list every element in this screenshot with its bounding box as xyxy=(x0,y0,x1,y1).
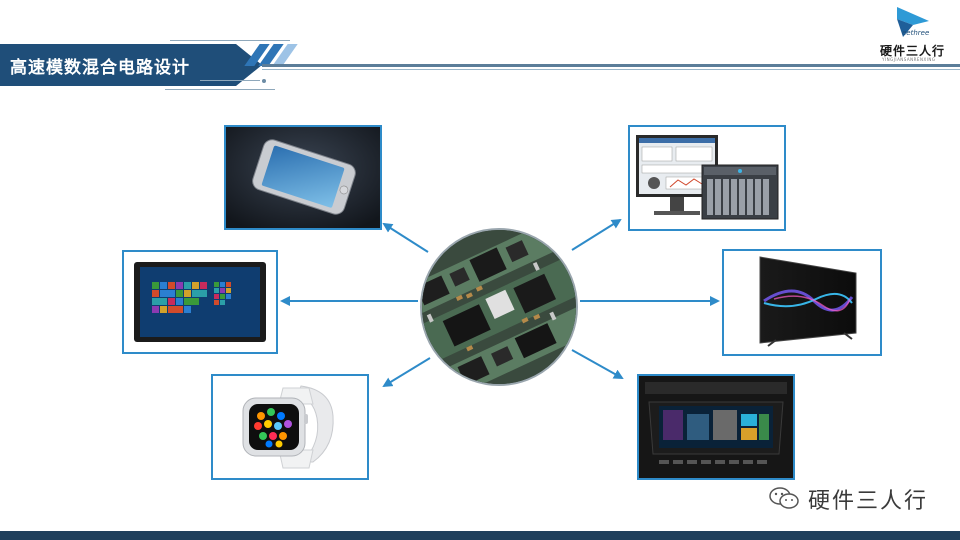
arrow-to-car-display xyxy=(571,349,624,379)
car-infotainment-image xyxy=(639,376,793,478)
eethree-logo-icon xyxy=(897,7,929,37)
decor-line xyxy=(200,80,260,81)
arrow-to-instrument xyxy=(571,218,622,251)
instrument-frame xyxy=(628,125,786,231)
arrow-to-smartwatch xyxy=(382,357,431,388)
title-banner xyxy=(0,44,262,86)
pcb-circle xyxy=(420,228,578,386)
tablet-frame xyxy=(122,250,278,354)
logo-tagline: YINGJIANSANRENXING xyxy=(882,57,936,62)
television-frame xyxy=(722,249,882,356)
arrow-to-smartphone xyxy=(382,222,429,253)
smartwatch-frame xyxy=(211,374,369,480)
decor-line xyxy=(170,40,290,41)
smartwatch-image xyxy=(242,385,334,469)
smartphone-image xyxy=(226,127,380,228)
watermark-text: 硬件三人行 xyxy=(808,489,929,514)
wechat-icon xyxy=(769,487,799,509)
page-title: 高速模数混合电路设计 xyxy=(10,58,190,78)
logo-brand-small: eethree xyxy=(902,29,930,37)
decor-line xyxy=(165,89,275,90)
bottom-bar xyxy=(0,531,960,540)
pcb-image xyxy=(422,230,576,384)
television-image xyxy=(759,256,857,347)
header-rule xyxy=(262,64,960,67)
header-rule-thin xyxy=(262,69,960,70)
tablet-image xyxy=(134,262,266,342)
logo-brand-cn: 硬件三人行 xyxy=(880,44,946,58)
smartphone-frame xyxy=(224,125,382,230)
car-display-frame xyxy=(637,374,795,480)
decor-dot xyxy=(262,79,266,83)
test-instrument-image xyxy=(636,135,779,220)
